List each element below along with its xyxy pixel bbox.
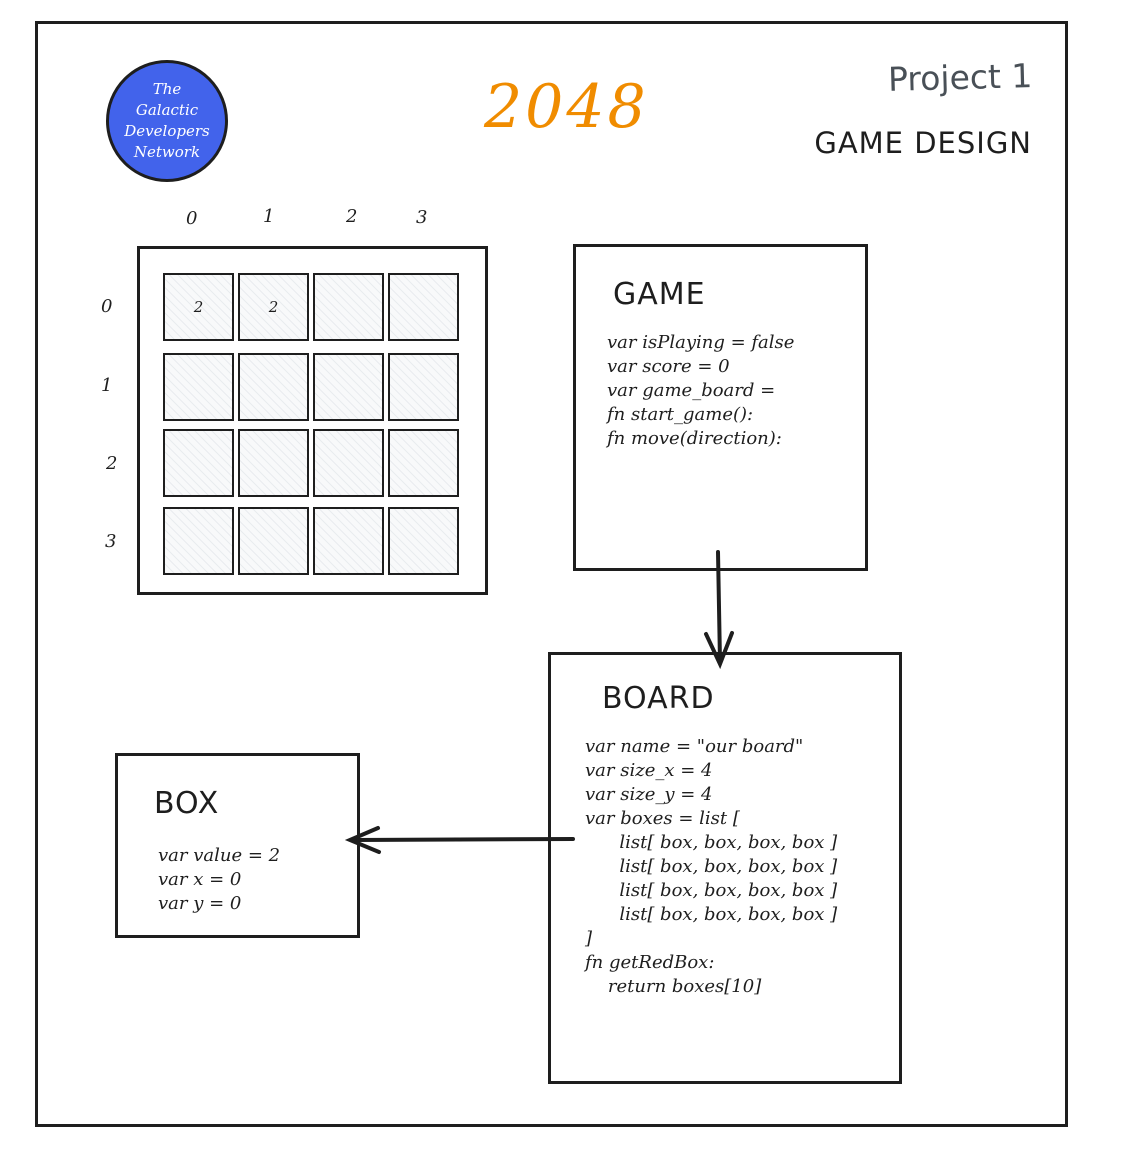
logo-line: The <box>152 80 182 98</box>
board-to-box-arrow <box>344 826 575 854</box>
grid-cell <box>163 429 234 497</box>
code-line: var boxes = list [ <box>585 808 740 829</box>
code-line: var size_x = 4 <box>585 760 713 781</box>
grid-cell <box>388 273 459 341</box>
grid-row-label: 2 <box>106 453 118 474</box>
grid-cell <box>163 353 234 421</box>
grid-cell <box>238 507 309 575</box>
grid-row-label: 1 <box>101 375 113 396</box>
box-box-code: var value = 2 var x = 0 var y = 0 <box>158 844 280 916</box>
code-line: var value = 2 <box>158 845 281 866</box>
code-line: var isPlaying = false <box>607 332 795 353</box>
grid-cell <box>388 353 459 421</box>
code-line: var y = 0 <box>158 893 242 914</box>
grid-col-label: 0 <box>186 208 198 229</box>
grid-cell <box>313 429 384 497</box>
code-line: ] <box>585 928 593 949</box>
grid-row-label: 3 <box>105 531 117 552</box>
grid-col-label: 2 <box>346 206 358 227</box>
grid-row-label: 0 <box>101 296 113 317</box>
code-line: fn move(direction): <box>607 428 782 449</box>
logo-line: Developers <box>124 122 210 140</box>
code-line: var size_y = 4 <box>585 784 713 805</box>
code-line: fn start_game(): <box>607 404 754 425</box>
game-box-heading: GAME <box>613 277 706 312</box>
grid-col-label: 1 <box>263 206 275 227</box>
logo-line: Network <box>133 143 201 161</box>
code-line: list[ box, box, box, box ] <box>585 880 838 901</box>
grid-cell <box>313 353 384 421</box>
network-logo: The Galactic Developers Network <box>106 60 228 182</box>
board-box-heading: BOARD <box>602 681 715 716</box>
code-line: var name = "our board" <box>585 736 804 757</box>
grid-cell <box>238 353 309 421</box>
logo-line: Galactic <box>135 101 199 119</box>
code-line: list[ box, box, box, box ] <box>585 904 838 925</box>
section-subtitle: GAME DESIGN <box>814 126 1032 160</box>
grid-cell <box>313 273 384 341</box>
grid-cell: 2 <box>163 273 234 341</box>
code-line: var x = 0 <box>158 869 242 890</box>
grid-cell <box>388 429 459 497</box>
code-line: var game_board = <box>607 380 776 401</box>
board-grid: 2 2 <box>137 246 488 595</box>
game-to-board-arrow <box>704 550 734 670</box>
board-box-code: var name = "our board" var size_x = 4 var … <box>585 735 837 999</box>
code-line: var score = 0 <box>607 356 730 377</box>
code-line: list[ box, box, box, box ] <box>585 856 838 877</box>
diagram-frame <box>35 21 1068 1127</box>
code-line: return boxes[10] <box>585 976 762 997</box>
box-box-heading: BOX <box>154 786 220 821</box>
game-box-code: var isPlaying = false var score = 0 var ga… <box>607 331 794 451</box>
board-class-box: BOARD var name = "our board" var size_x =… <box>548 652 902 1084</box>
code-line: fn getRedBox: <box>585 952 715 973</box>
game-title: 2048 <box>484 72 649 142</box>
grid-cell <box>313 507 384 575</box>
grid-cell <box>163 507 234 575</box>
code-line: list[ box, box, box, box ] <box>585 832 838 853</box>
grid-col-label: 3 <box>416 207 428 228</box>
grid-cell <box>238 429 309 497</box>
grid-cell <box>388 507 459 575</box>
grid-cell: 2 <box>238 273 309 341</box>
